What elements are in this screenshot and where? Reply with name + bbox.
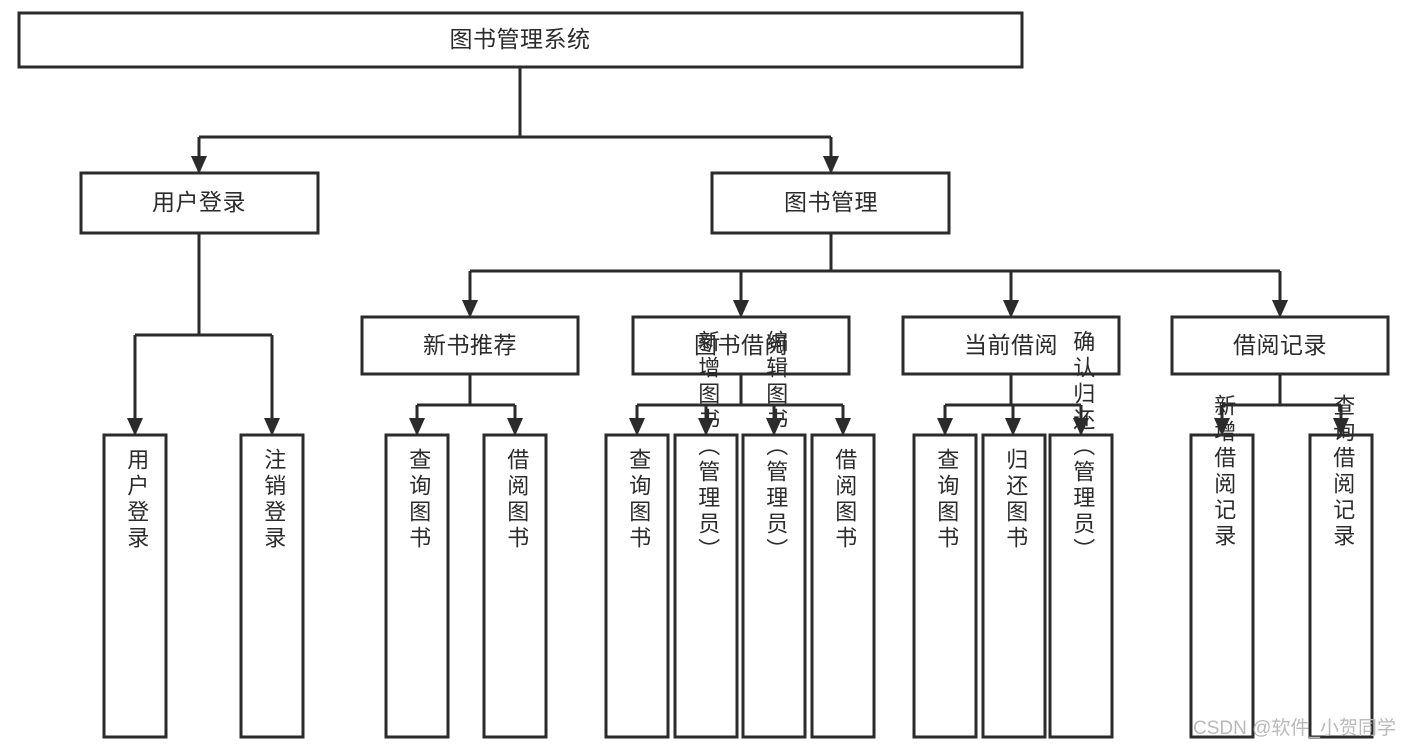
arrow-leaf-return-book <box>1005 418 1021 436</box>
node-bookmgmt-label: 图书管理 <box>784 189 878 215</box>
node-leaf-add-book-box[interactable] <box>673 433 739 739</box>
arrow-leaf-borrow-book-2 <box>835 418 851 436</box>
arrow-leaf-query-book-3 <box>937 418 953 436</box>
arrow-to-current <box>1003 300 1019 318</box>
node-borrow-label: 图书借阅 <box>694 332 788 358</box>
node-leaf-add-book[interactable]: 新增图书（管理员） <box>673 330 739 739</box>
node-leaf-query-book-3[interactable]: 查询图书 <box>912 433 978 739</box>
node-login-label: 用户登录 <box>152 189 246 215</box>
node-newbook-label: 新书推荐 <box>423 332 517 358</box>
arrow-leaf-add-book <box>698 418 714 436</box>
node-leaf-add-record-label: 新增借阅记录 <box>1211 394 1236 550</box>
node-leaf-query-record[interactable]: 查询借阅记录 <box>1308 394 1374 739</box>
arrow-leaf-query-book-1 <box>409 418 425 436</box>
node-current[interactable]: 当前借阅 <box>901 315 1121 376</box>
node-login[interactable]: 用户登录 <box>79 171 320 235</box>
arrow-to-newbook <box>462 300 478 318</box>
node-leaf-query-record-box[interactable] <box>1308 433 1374 739</box>
node-leaf-query-book-3-label: 查询图书 <box>934 448 959 552</box>
csdn-watermark: CSDN @软件_小贺同学 <box>1193 717 1396 739</box>
node-leaf-return-book-box[interactable] <box>981 433 1047 739</box>
node-leaf-query-book-2-label: 查询图书 <box>626 448 651 552</box>
node-leaf-borrow-book-1-label: 借阅图书 <box>504 448 529 552</box>
node-leaf-logout[interactable]: 注销登录 <box>239 433 305 739</box>
arrow-leaf-borrow-book-1 <box>507 418 523 436</box>
node-leaf-return-book-label: 归还图书 <box>1003 448 1028 552</box>
node-root-label: 图书管理系统 <box>450 26 591 52</box>
node-leaf-add-record[interactable]: 新增借阅记录 <box>1189 394 1255 739</box>
node-leaf-confirm-return[interactable]: 确认归还（管理员） <box>1048 330 1114 739</box>
node-record-label: 借阅记录 <box>1233 332 1327 358</box>
arrow-leaf-query-book-2 <box>629 418 645 436</box>
node-record-box[interactable] <box>1170 315 1390 376</box>
node-root-box[interactable] <box>17 11 1024 69</box>
arrow-leaf-logout <box>264 418 280 436</box>
connector-layer <box>127 67 1349 436</box>
node-leaf-borrow-book-2[interactable]: 借阅图书 <box>810 433 876 739</box>
arrow-to-bookmgmt <box>823 156 839 174</box>
node-leaf-query-book-1[interactable]: 查询图书 <box>384 433 450 739</box>
node-newbook[interactable]: 新书推荐 <box>360 315 580 376</box>
node-leaf-logout-label: 注销登录 <box>261 448 286 552</box>
node-leaf-query-book-1-label: 查询图书 <box>406 448 431 552</box>
node-leaf-borrow-book-1[interactable]: 借阅图书 <box>482 433 548 739</box>
node-leaf-user-login-label: 用户登录 <box>124 448 149 552</box>
node-leaf-query-record-label: 查询借阅记录 <box>1330 394 1355 550</box>
node-newbook-box[interactable] <box>360 315 580 376</box>
node-leaf-confirm-return-box[interactable] <box>1048 433 1114 739</box>
node-current-box[interactable] <box>901 315 1121 376</box>
arrow-leaf-edit-book <box>766 418 782 436</box>
node-login-box[interactable] <box>79 171 320 235</box>
arrow-to-record <box>1272 300 1288 318</box>
arrow-leaf-confirm-return <box>1073 418 1089 436</box>
node-leaf-user-login-box[interactable] <box>102 433 168 739</box>
arrow-leaf-add-record <box>1214 418 1230 436</box>
node-leaf-query-book-3-box[interactable] <box>912 433 978 739</box>
node-leaf-user-login[interactable]: 用户登录 <box>102 433 168 739</box>
node-record[interactable]: 借阅记录 <box>1170 315 1390 376</box>
arrow-leaf-user-login <box>127 418 143 436</box>
node-leaf-borrow-book-1-box[interactable] <box>482 433 548 739</box>
node-borrow[interactable]: 图书借阅 <box>631 315 851 376</box>
node-borrow-box[interactable] <box>631 315 851 376</box>
node-current-label: 当前借阅 <box>964 332 1058 358</box>
node-leaf-return-book[interactable]: 归还图书 <box>981 433 1047 739</box>
node-root[interactable]: 图书管理系统 <box>17 11 1024 69</box>
node-leaf-borrow-book-2-box[interactable] <box>810 433 876 739</box>
arrow-to-login <box>191 156 207 174</box>
node-leaf-borrow-book-2-label: 借阅图书 <box>832 448 857 552</box>
arrow-to-borrow <box>733 300 749 318</box>
node-leaf-add-book-label: 新增图书（管理员） <box>695 330 720 564</box>
node-leaf-confirm-return-label: 确认归还（管理员） <box>1070 330 1095 564</box>
node-leaf-query-book-2[interactable]: 查询图书 <box>604 433 670 739</box>
node-leaf-edit-book-label: 编辑图书（管理员） <box>763 330 788 564</box>
node-leaf-query-book-1-box[interactable] <box>384 433 450 739</box>
node-leaf-logout-box[interactable] <box>239 433 305 739</box>
arrow-leaf-query-record <box>1333 418 1349 436</box>
node-bookmgmt-box[interactable] <box>710 171 951 235</box>
node-bookmgmt[interactable]: 图书管理 <box>710 171 951 235</box>
node-leaf-edit-book[interactable]: 编辑图书（管理员） <box>741 330 807 739</box>
node-leaf-add-record-box[interactable] <box>1189 433 1255 739</box>
node-leaf-query-book-2-box[interactable] <box>604 433 670 739</box>
node-leaf-edit-book-box[interactable] <box>741 433 807 739</box>
